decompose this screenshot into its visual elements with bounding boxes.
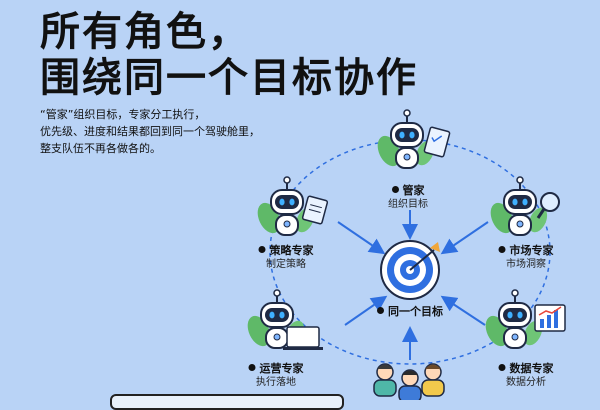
center-goal-text: 同一个目标	[388, 305, 443, 318]
data-robot-icon	[481, 289, 566, 350]
arrow-ops	[344, 295, 388, 326]
arrow-market	[440, 221, 489, 255]
page-title-line1: 所有角色，	[40, 9, 250, 55]
center-goal-label: 同一个目标	[377, 305, 443, 319]
role-strategy-name: 策略专家	[269, 244, 314, 257]
role-market: 市场专家 市场洞察	[498, 244, 554, 272]
bullet-dot	[391, 186, 399, 193]
page-title-line2: 围绕同一个目标协作	[40, 55, 418, 101]
bottom-panel-edge	[110, 394, 344, 410]
role-ops-desc: 执行落地	[256, 377, 296, 388]
market-robot-icon	[486, 176, 560, 237]
description-text: “管家”组织目标，专家分工执行， 优先级、进度和结果都回到同一个驾驶舱里， 整支…	[40, 108, 260, 155]
manager-robot-icon	[373, 109, 451, 170]
ops-robot-icon	[243, 289, 323, 350]
role-data-name: 数据专家	[509, 362, 554, 375]
role-manager-desc: 组织目标	[388, 199, 428, 210]
bullet-dot	[498, 364, 506, 371]
role-data: 数据专家 数据分析	[498, 362, 554, 390]
role-manager: 管家 组织目标	[388, 184, 428, 212]
role-market-name: 市场专家	[509, 244, 554, 257]
role-strategy-desc: 制定策略	[266, 259, 306, 270]
role-strategy: 策略专家 制定策略	[258, 244, 314, 272]
bullet-dot	[498, 246, 506, 253]
strategy-robot-icon	[253, 176, 329, 237]
bullet-dot	[258, 246, 266, 253]
bullet-dot	[248, 364, 256, 371]
target-icon	[380, 240, 440, 300]
collaboration-diagram	[243, 109, 566, 400]
role-data-desc: 数据分析	[506, 377, 546, 388]
role-ops: 运营专家 执行落地	[248, 362, 304, 390]
team-people-icon	[373, 363, 445, 400]
arrow-data	[440, 295, 486, 326]
arrow-strategy	[337, 221, 386, 255]
bullet-dot	[377, 307, 384, 314]
role-manager-name: 管家	[402, 184, 425, 197]
role-ops-name: 运营专家	[259, 362, 304, 375]
role-market-desc: 市场洞察	[506, 259, 546, 270]
